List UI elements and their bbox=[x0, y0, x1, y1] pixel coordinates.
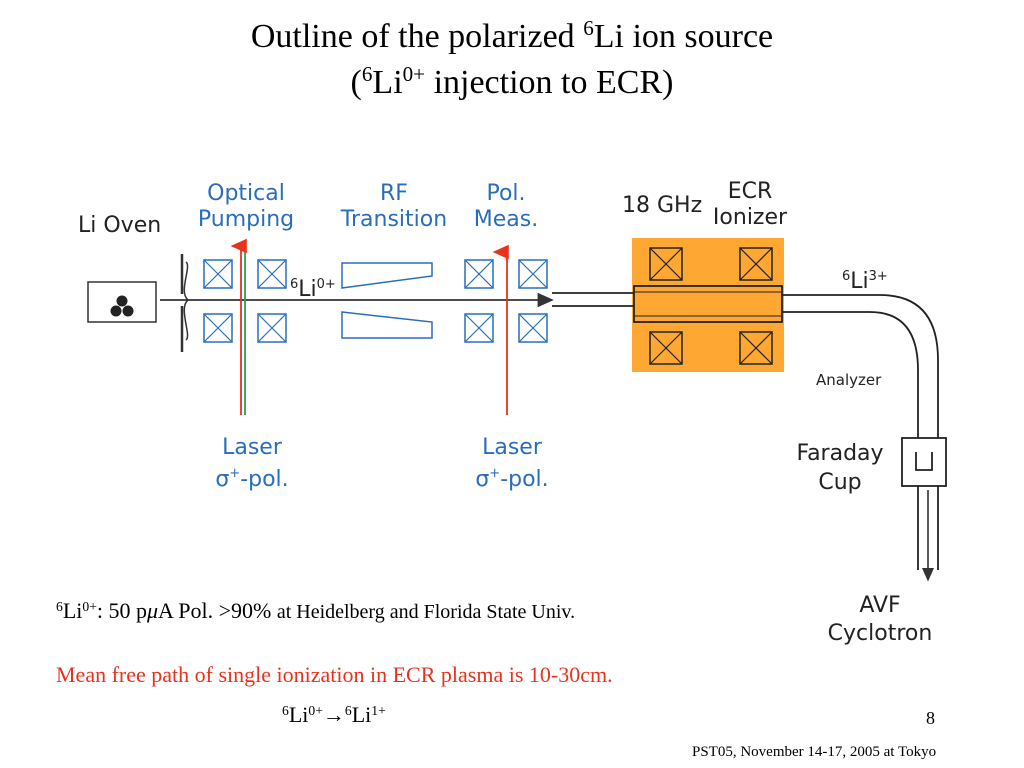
laser1-pol-label: σ+-pol. bbox=[215, 466, 288, 492]
intensity-note: 6Li0+: 50 pμA Pol. >90% at Heidelberg an… bbox=[56, 598, 576, 623]
optical-pumping-label-1: Optical bbox=[207, 181, 285, 206]
laser2-label: Laser bbox=[482, 435, 543, 460]
li-oven-atoms-icon bbox=[110, 295, 134, 317]
li-oven-label: Li Oven bbox=[78, 213, 161, 238]
avf-label-2: Cyclotron bbox=[828, 621, 933, 646]
rf-plate-lower bbox=[341, 311, 433, 339]
beamline-inner bbox=[782, 311, 919, 440]
ecr-label-1: ECR bbox=[728, 179, 773, 204]
faraday-cup-icon bbox=[915, 452, 933, 471]
slide-title-line1: Outline of the polarized 6Li ion source bbox=[250, 16, 774, 55]
mean-free-path-note: Mean free path of single ionization in E… bbox=[56, 662, 613, 687]
pm-coil-upper-left bbox=[464, 259, 494, 289]
slide-title-line2: (6Li0+ injection to ECR) bbox=[350, 62, 674, 101]
ecr-ionizer-block bbox=[632, 238, 784, 372]
op-coil-upper-left bbox=[203, 259, 233, 289]
rf-transition-label-1: RF bbox=[380, 181, 408, 206]
rf-plate-upper bbox=[341, 262, 433, 289]
faraday-label-1: Faraday bbox=[796, 441, 883, 466]
out-label: 6Li3+ bbox=[842, 269, 888, 294]
ecr-chamber bbox=[633, 285, 783, 323]
ghz-label: 18 GHz bbox=[622, 193, 702, 218]
analyzer-label: Analyzer bbox=[816, 371, 882, 389]
laser2-pol-label: σ+-pol. bbox=[475, 466, 548, 492]
optical-pumping-label-2: Pumping bbox=[198, 207, 294, 232]
ecr-label-2: Ionizer bbox=[713, 205, 788, 230]
op-coil-upper-right bbox=[257, 259, 287, 289]
aperture-brace bbox=[183, 261, 190, 341]
pm-coil-lower-right bbox=[518, 313, 548, 343]
pm-coil-lower-left bbox=[464, 313, 494, 343]
page-number: 8 bbox=[926, 708, 935, 728]
beamline-outer bbox=[782, 294, 939, 440]
pm-coil-upper-right bbox=[518, 259, 548, 289]
op-coil-lower-left bbox=[203, 313, 233, 343]
op-coil-lower-right bbox=[257, 313, 287, 343]
laser1-label: Laser bbox=[222, 435, 283, 460]
reaction-note: 6Li0+→6Li1+ bbox=[282, 702, 386, 727]
faraday-label-2: Cup bbox=[818, 470, 861, 495]
avf-label-1: AVF bbox=[859, 593, 900, 618]
rf-transition-label-2: Transition bbox=[340, 207, 447, 232]
faraday-cup-box bbox=[901, 437, 947, 487]
pol-meas-label-2: Meas. bbox=[474, 207, 538, 232]
beam-label: 6Li0+ bbox=[290, 277, 336, 302]
pol-meas-label-1: Pol. bbox=[486, 181, 525, 206]
slide-footer: PST05, November 14-17, 2005 at Tokyo bbox=[692, 744, 937, 760]
